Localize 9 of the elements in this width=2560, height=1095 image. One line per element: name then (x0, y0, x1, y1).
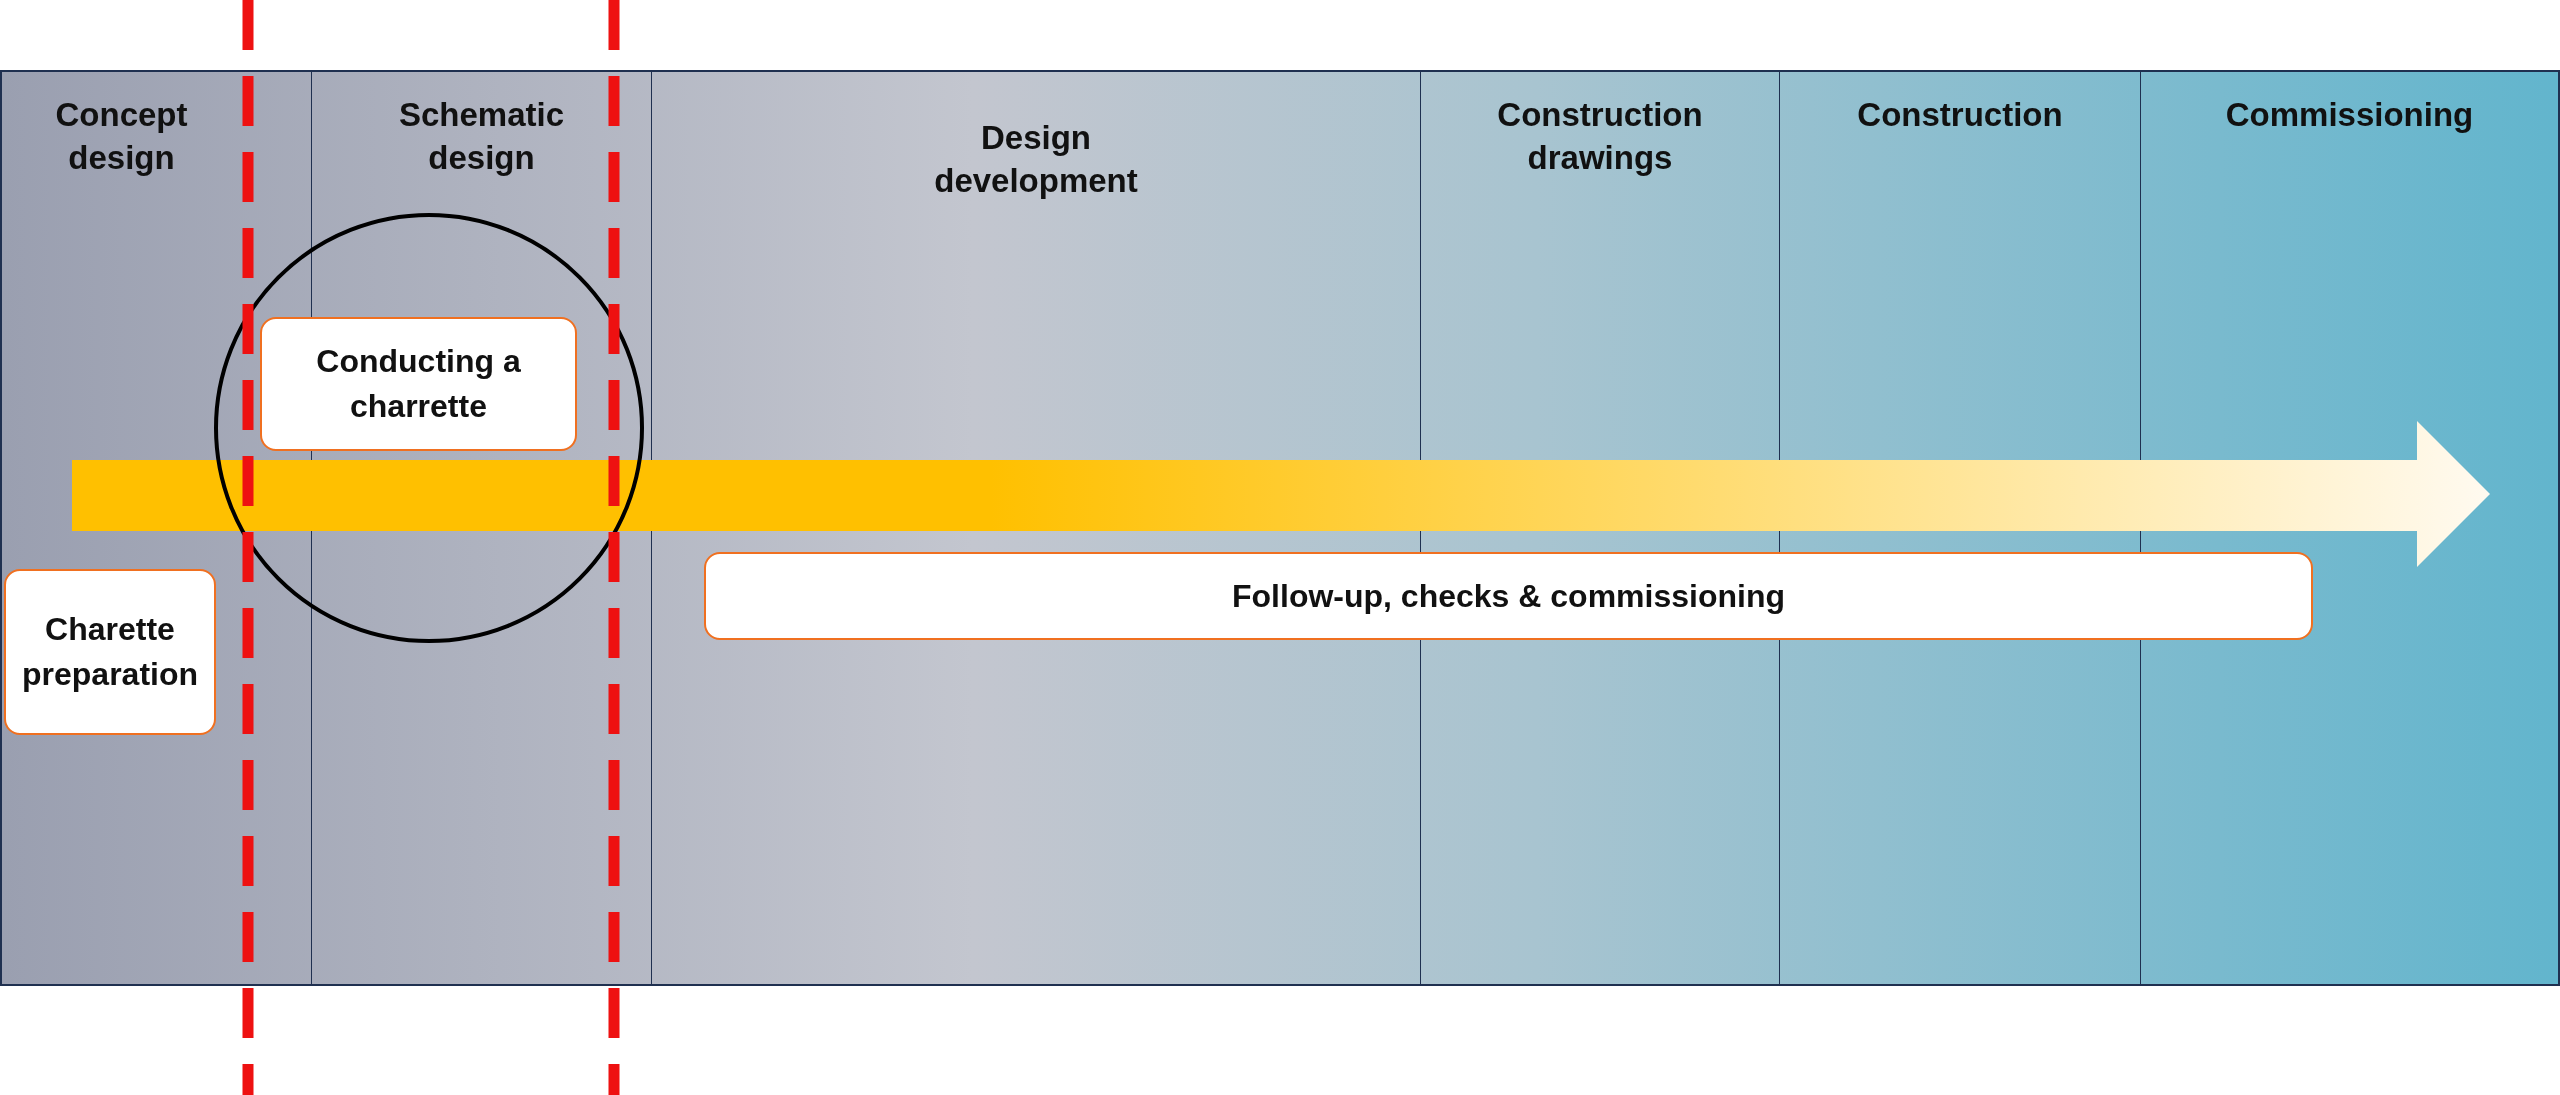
phase-title: Concept design (54, 95, 189, 178)
activity-box: Conducting a charrette (260, 317, 577, 451)
phase-title: Commissioning (2224, 95, 2475, 135)
phase-title: Design development (933, 118, 1139, 201)
activity-box: Charette preparation (4, 569, 216, 735)
phase-title: Construction drawings (1496, 95, 1704, 178)
phase-title: Schematic design (397, 95, 566, 178)
phase-title: Construction (1856, 95, 2064, 135)
activity-box: Follow-up, checks & commissioning (704, 552, 2313, 640)
